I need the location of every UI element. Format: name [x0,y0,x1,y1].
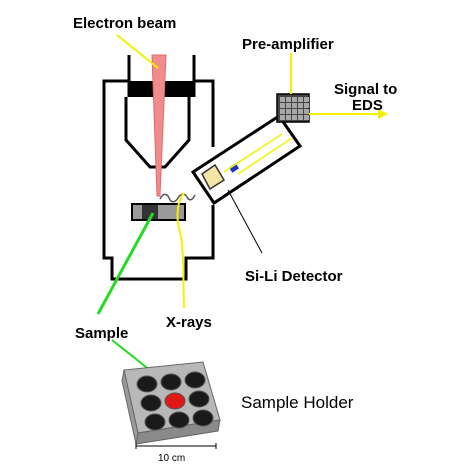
chamber-outline [102,79,215,281]
pre-amplifier-cell [292,97,297,102]
pre-amplifier-cell [298,109,303,114]
sample-well [144,413,166,431]
pre-amplifier-cell [292,115,297,120]
leader-electron-beam [116,34,159,69]
sample-well [136,375,158,393]
sample-well [168,411,190,429]
detector-head [201,163,226,191]
specimen-stage-dark [142,205,158,219]
electron-beam [151,54,167,197]
pre-amplifier-cell [280,115,285,120]
signal-arrow-head [378,109,388,119]
pre-amplifier-cell [292,103,297,108]
pre-amplifier-cell [304,115,309,120]
pre-amplifier-cell [286,103,291,108]
x-ray-squiggle [159,193,196,203]
sem-chamber [102,54,215,281]
pre-amplifier-cell [298,103,303,108]
label-pre-amplifier: Pre-amplifier [242,36,334,53]
label-scale-bar: 10 cm [158,453,185,464]
pre-amplifier-cell [286,97,291,102]
si-li-detector-assembly [190,113,303,206]
sample-well [160,373,182,391]
pre-amplifier-cell [304,103,309,108]
pre-amplifier-cell [280,109,285,114]
pre-amplifier-cell [298,115,303,120]
pre-amplifier-block [276,93,388,123]
label-si-li-detector: Si-Li Detector [245,268,343,285]
pre-amplifier-cell [286,115,291,120]
label-electron-beam: Electron beam [73,15,176,32]
leader-x-rays [176,192,185,309]
label-x-rays: X-rays [166,314,212,331]
pre-amplifier-grid [280,97,309,120]
leader-sample [96,212,155,315]
chamber-outline-right [194,79,215,147]
label-sample-holder: Sample Holder [241,393,354,412]
leader-si-li-detector [227,189,263,254]
sample-holder-illustration [121,361,221,449]
pre-amplifier-cell [292,109,297,114]
sample-well [188,390,210,408]
pre-amplifier-cell [286,109,291,114]
detector-wire-1 [223,133,283,173]
pre-amplifier-cell [280,103,285,108]
label-eds: EDS [352,97,383,114]
detector-crystal [229,163,239,173]
detector-tube [190,113,303,206]
sample-well [184,371,206,389]
pre-amplifier-cell [298,97,303,102]
label-signal-to: Signal to [334,81,397,98]
detector-wire-2 [237,137,293,175]
pre-amplifier-cell [280,97,285,102]
pre-amplifier-cell [304,109,309,114]
label-sample: Sample [75,325,128,342]
holder-wells [136,371,214,431]
sample-well [192,409,214,427]
pre-amplifier-cell [304,97,309,102]
highlighted-sample-well [164,392,186,410]
sample-well [140,394,162,412]
